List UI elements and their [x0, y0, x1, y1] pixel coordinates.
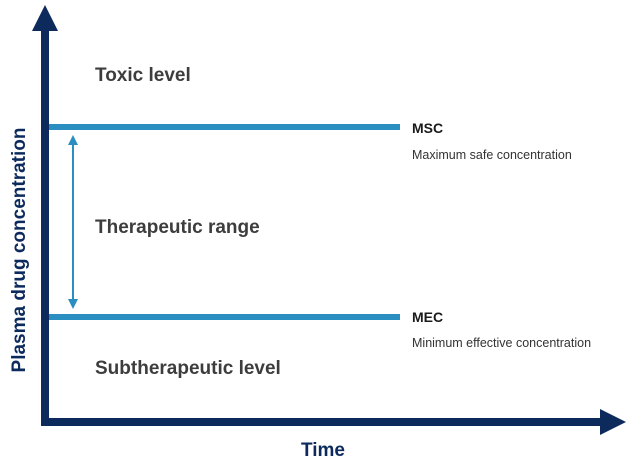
msc-line: [49, 124, 400, 130]
y-axis-line: [41, 30, 49, 426]
mec-description: Minimum effective concentration: [412, 336, 591, 350]
therapeutic-range-label: Therapeutic range: [95, 217, 260, 238]
msc-description: Maximum safe concentration: [412, 148, 572, 162]
toxic-level-label: Toxic level: [95, 65, 191, 86]
x-axis-arrowhead-icon: [600, 409, 626, 435]
mec-code-label: MEC: [412, 309, 443, 325]
y-axis-arrowhead-icon: [32, 5, 58, 31]
subtherapeutic-level-label: Subtherapeutic level: [95, 358, 281, 379]
x-axis-line: [41, 418, 605, 426]
y-axis-label: Plasma drug concentration: [9, 128, 30, 373]
range-double-arrow-icon: [68, 135, 78, 309]
msc-code-label: MSC: [412, 120, 443, 136]
x-axis-label: Time: [301, 440, 345, 461]
mec-line: [49, 314, 400, 320]
